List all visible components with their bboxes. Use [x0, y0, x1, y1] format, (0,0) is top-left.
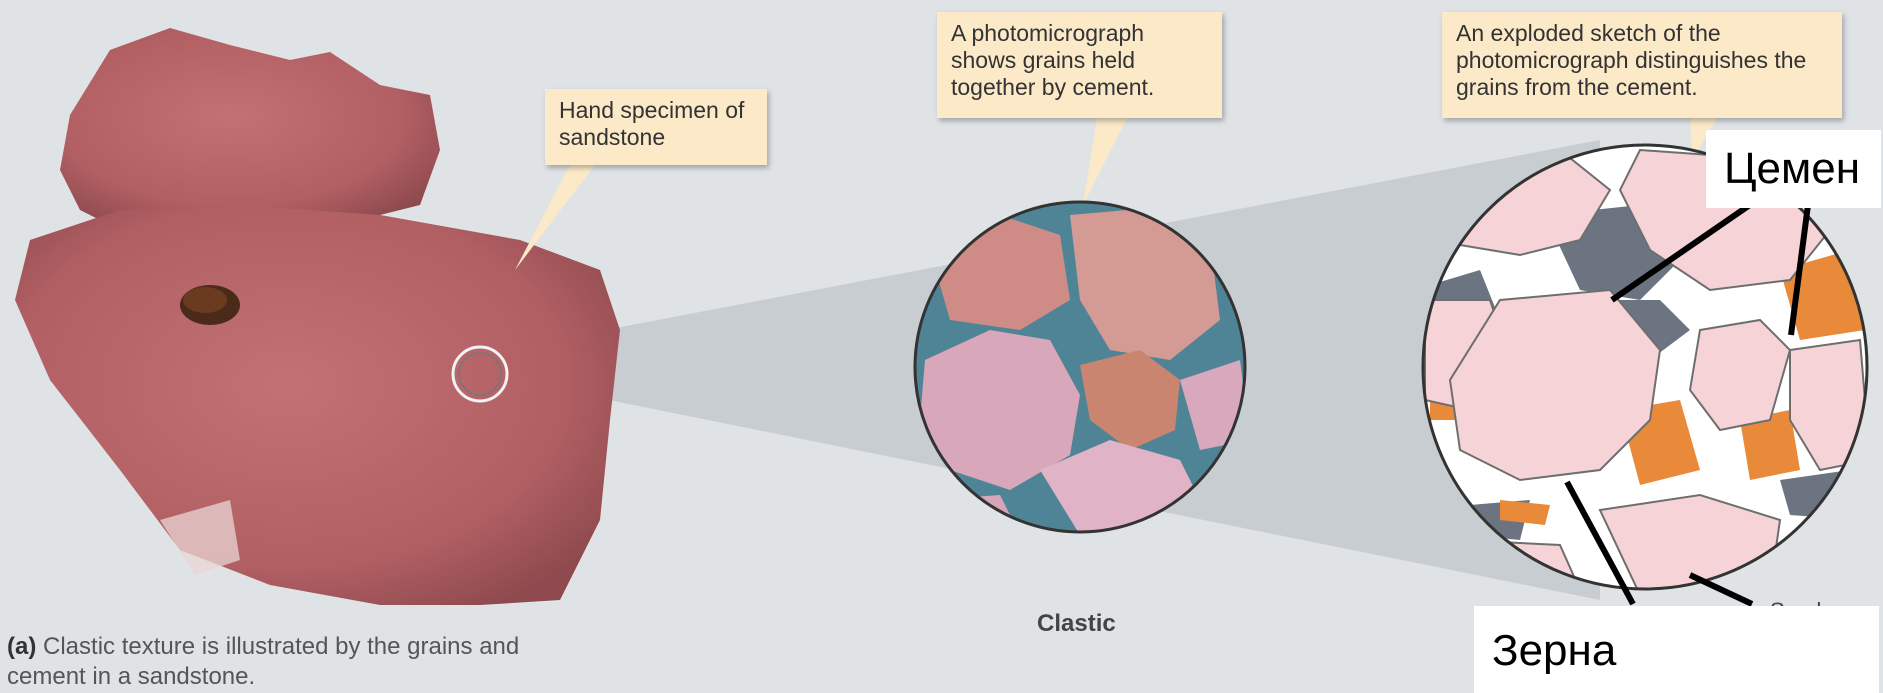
caption-text: Clastic texture is illustrated by the gr… [7, 633, 519, 690]
grains-pointer-line-2 [1690, 575, 1752, 604]
label-grains: Зерна [1474, 606, 1879, 693]
figure-title-clastic: Clastic [1037, 610, 1116, 638]
callout-exploded-sketch: An exploded sketch of the photomicrograp… [1442, 12, 1842, 118]
callout-photomicrograph: A photomicrograph shows grains held toge… [937, 12, 1222, 118]
rock-specimen-top [60, 28, 440, 225]
caption-part-label: (a) [7, 633, 36, 660]
figure-caption: (a) Clastic texture is illustrated by th… [7, 632, 567, 693]
rock-specimen-main [15, 205, 620, 605]
label-cement-text: Цемент [1724, 144, 1874, 208]
label-cement: Цемент [1706, 130, 1881, 208]
callout-hand-specimen: Hand specimen of sandstone [545, 89, 767, 165]
